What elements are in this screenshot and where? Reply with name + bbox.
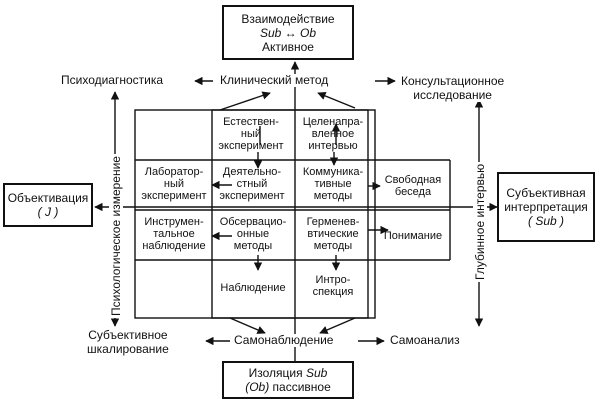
- natural-experiment-cell: Естествен- ный эксперимент: [218, 116, 284, 152]
- isolation-line1: Изоляция Sub: [248, 366, 328, 380]
- understanding-cell: Понимание: [383, 230, 443, 242]
- observational-methods-cell: Обсервацио- онные методы: [219, 216, 287, 252]
- double-arrow-icon: ↔: [284, 25, 297, 40]
- introspection-cell: Интро- спекция: [312, 274, 354, 298]
- lab-experiment-cell: Лаборатор- ный эксперимент: [141, 166, 207, 202]
- clinical-method-label: Клинический метод: [219, 73, 330, 87]
- activity-experiment-cell: Деятельно- стный эксперимент: [219, 166, 285, 202]
- psychological-measurement-label: Психологическое измерение: [109, 154, 123, 318]
- targeted-interview-cell: Целенапра- вленное интервью: [302, 116, 364, 152]
- hermeneutic-methods-cell: Герменев- втические методы: [306, 216, 360, 252]
- interaction-title: Взаимодействие: [241, 11, 335, 26]
- objectivation-title: Объективация: [7, 191, 89, 205]
- communicative-methods-cell: Коммуника- тивные методы: [302, 166, 364, 202]
- sub-ob-row: Sub ↔ Ob: [260, 26, 316, 40]
- subjective-scaling-label: Субъективное шкалирование: [86, 328, 170, 356]
- objectivation-box: Объективация ( J ): [3, 183, 93, 227]
- subjective-interpretation-box: Субъективная интерпретация ( Sub ): [497, 172, 595, 242]
- sub-label: Sub: [259, 25, 282, 40]
- free-talk-cell: Свободная беседа: [384, 174, 442, 198]
- ob-label: Ob: [300, 25, 317, 40]
- self-observation-label: Самонаблюдение: [233, 333, 335, 347]
- objectivation-symbol: ( J ): [37, 205, 59, 219]
- consulting-label: Консультационное исследование: [400, 74, 506, 102]
- instrumental-observation-cell: Инструмен- тальное наблюдение: [142, 216, 206, 252]
- active-label: Активное: [262, 39, 314, 54]
- central-grid-inner: [211, 109, 369, 319]
- psychodiagnostics-label: Психодиагностика: [60, 73, 165, 87]
- observation-cell: Наблюдение: [220, 282, 286, 294]
- self-analysis-label: Самоанализ: [389, 333, 461, 347]
- isolation-box: Изоляция Sub (Ob) пассивное: [222, 361, 354, 399]
- isolation-line2: (Ob) пассивное: [245, 380, 331, 394]
- interaction-box: Взаимодействие Sub ↔ Ob Активное: [222, 5, 354, 60]
- deep-interview-label: Глубинное интервью: [473, 161, 487, 282]
